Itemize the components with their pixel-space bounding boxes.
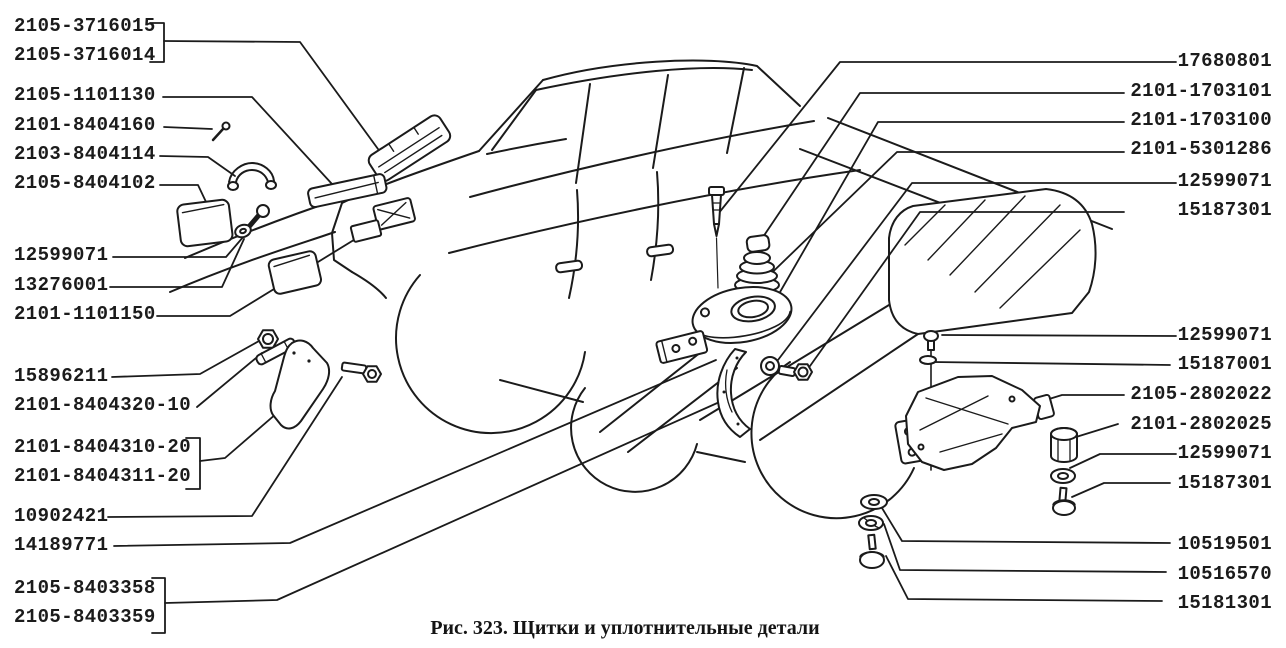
glyph-pad-small [349,219,383,243]
glyph-lock-washer [858,515,884,531]
glyph-washer-bolt-group [760,356,813,381]
glyph-clamp [227,162,277,191]
figure-caption: Рис. 323. Щитки и уплотнительные детали [430,617,820,639]
part-label: 15187001 [1177,353,1272,375]
part-label: 10516570 [1177,563,1272,585]
part-label: 2105-3716014 [14,44,156,66]
part-label: 15187301 [1177,199,1272,221]
part-label: 10902421 [14,505,109,527]
glyph-nut [257,329,279,349]
part-label: 2105-2802022 [1130,383,1272,405]
part-glyphs [176,114,1078,569]
glyph-pad-medium [267,250,323,295]
door-handle [646,243,675,258]
part-label: 2105-8403358 [14,577,156,599]
glyph-washer [1050,468,1076,484]
part-label: 2101-8404160 [14,114,156,136]
glyph-rubber-boot [734,234,780,294]
glyph-seal-strip [307,173,388,209]
part-label: 2101-8404320-10 [14,394,192,416]
glyph-washer-small [234,223,252,239]
glyph-bush [1050,427,1078,463]
glyph-underbody-shield [894,375,1055,471]
glyph-bolt-rear [859,533,885,569]
part-label: 2105-8404102 [14,172,156,194]
part-label: 12599071 [1177,324,1272,346]
part-label: 2105-1101130 [14,84,156,106]
part-label: 17680801 [1177,50,1272,72]
glyph-deflector [367,114,452,182]
underbody-view [599,117,1113,520]
glyph-bolt-hex [340,361,382,383]
glyph-pin [211,121,231,142]
part-label: 15187301 [1177,472,1272,494]
glyph-gear-lever-rod [708,186,725,289]
part-label: 15181301 [1177,592,1272,614]
part-label: 2103-8404114 [14,143,156,165]
part-label: 2101-8404311-20 [14,465,192,487]
leader-lines [107,22,1177,634]
part-label: 2105-8403359 [14,606,156,628]
part-label: 15896211 [14,365,109,387]
glyph-mudflap [269,339,331,430]
glyph-bracket-plate [655,330,709,364]
part-label: 12599071 [1177,442,1272,464]
part-label: 2105-3716015 [14,15,156,37]
door-handle [555,259,584,274]
part-label: 14189771 [14,534,109,556]
bracket-8404310-11 [185,437,201,490]
glyph-flat-washer [860,494,888,510]
bracket-3716015-14 [149,22,165,63]
glyph-pad-large [176,198,234,248]
part-label: 10519501 [1177,533,1272,555]
car-outline [169,59,861,493]
part-label: 2101-1703100 [1130,109,1272,131]
part-label: 2101-1101150 [14,303,156,325]
glyph-lever-plate [691,286,793,344]
part-label: 2101-5301286 [1130,138,1272,160]
part-label: 2101-1703101 [1130,80,1272,102]
glyph-bolt-down [1052,486,1076,516]
part-label: 2101-8404310-20 [14,436,192,458]
part-label: 2101-2802025 [1130,413,1272,435]
glyph-plug-box [372,197,416,231]
part-label: 13276001 [14,274,109,296]
glyph-sill-shield [716,348,751,438]
part-label: 12599071 [1177,170,1272,192]
bracket-8403358-59 [151,577,166,634]
part-label: 12599071 [14,244,109,266]
